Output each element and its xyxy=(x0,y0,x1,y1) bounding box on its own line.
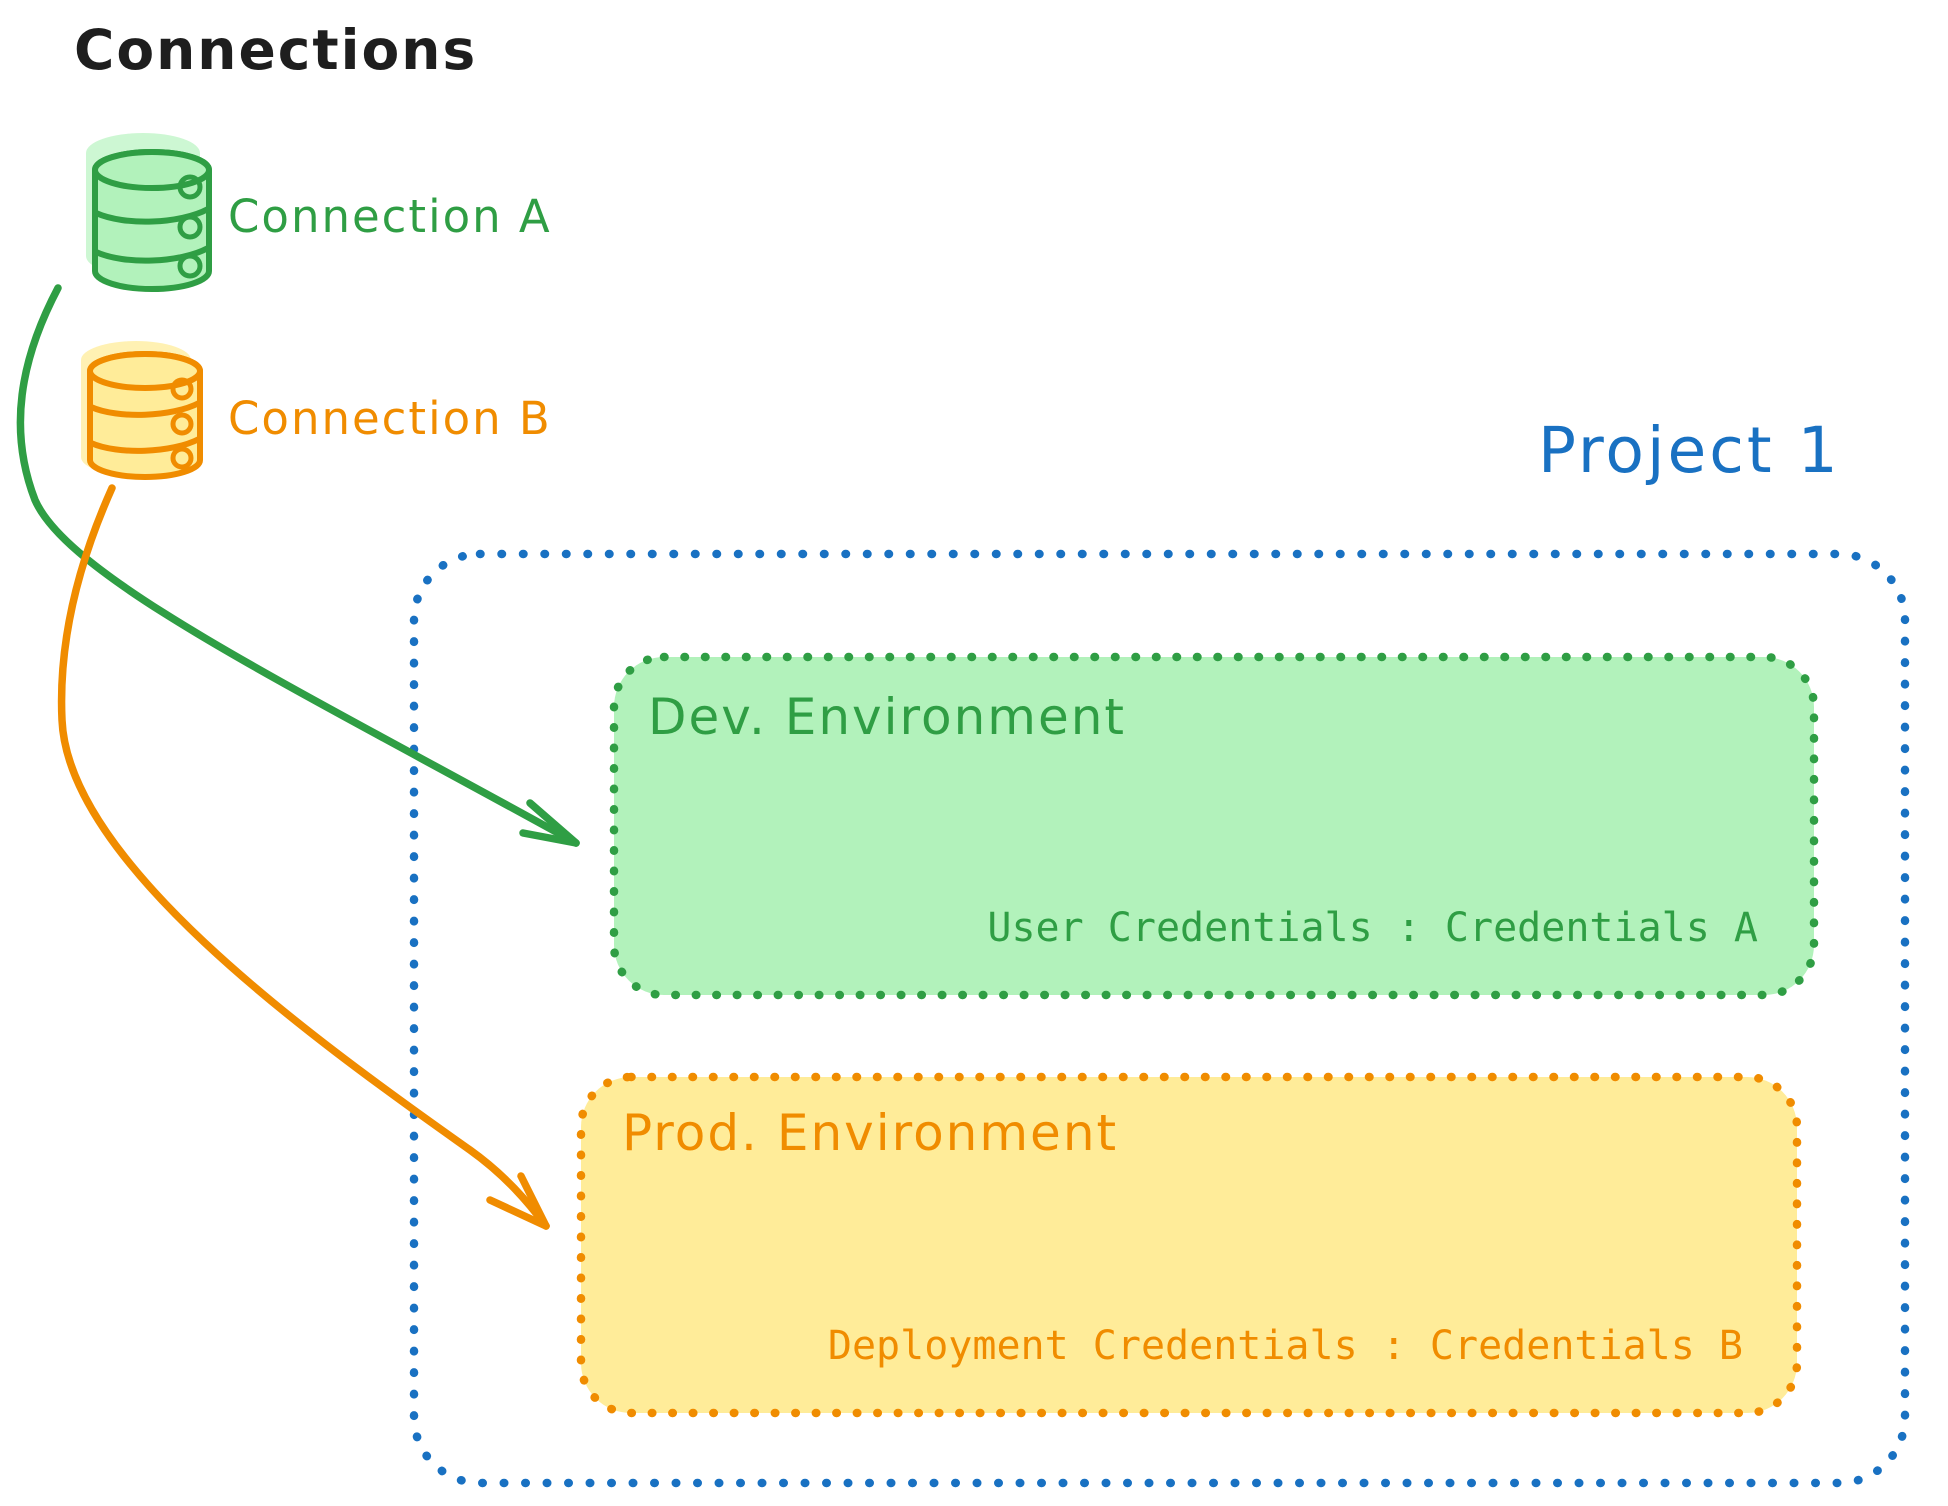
connection-a-label: Connection A xyxy=(228,190,552,243)
dev-environment-credentials: User Credentials : Credentials A xyxy=(987,905,1758,951)
project-1-title: Project 1 xyxy=(1538,414,1841,487)
database-cylinder-icon xyxy=(81,341,203,480)
prod-environment-credentials: Deployment Credentials : Credentials B xyxy=(827,1323,1743,1369)
dev-environment-title: Dev. Environment xyxy=(648,688,1127,746)
arrow-connection-a-to-dev xyxy=(16,284,580,847)
prod-environment-box xyxy=(576,1072,1802,1418)
prod-environment-title: Prod. Environment xyxy=(622,1104,1119,1162)
database-cylinder-icon xyxy=(86,133,212,292)
dev-environment-box xyxy=(609,652,1819,1000)
diagram-title: Connections xyxy=(74,18,478,82)
arrow-connection-b-to-prod xyxy=(57,484,550,1230)
connection-b-label: Connection B xyxy=(228,392,552,445)
